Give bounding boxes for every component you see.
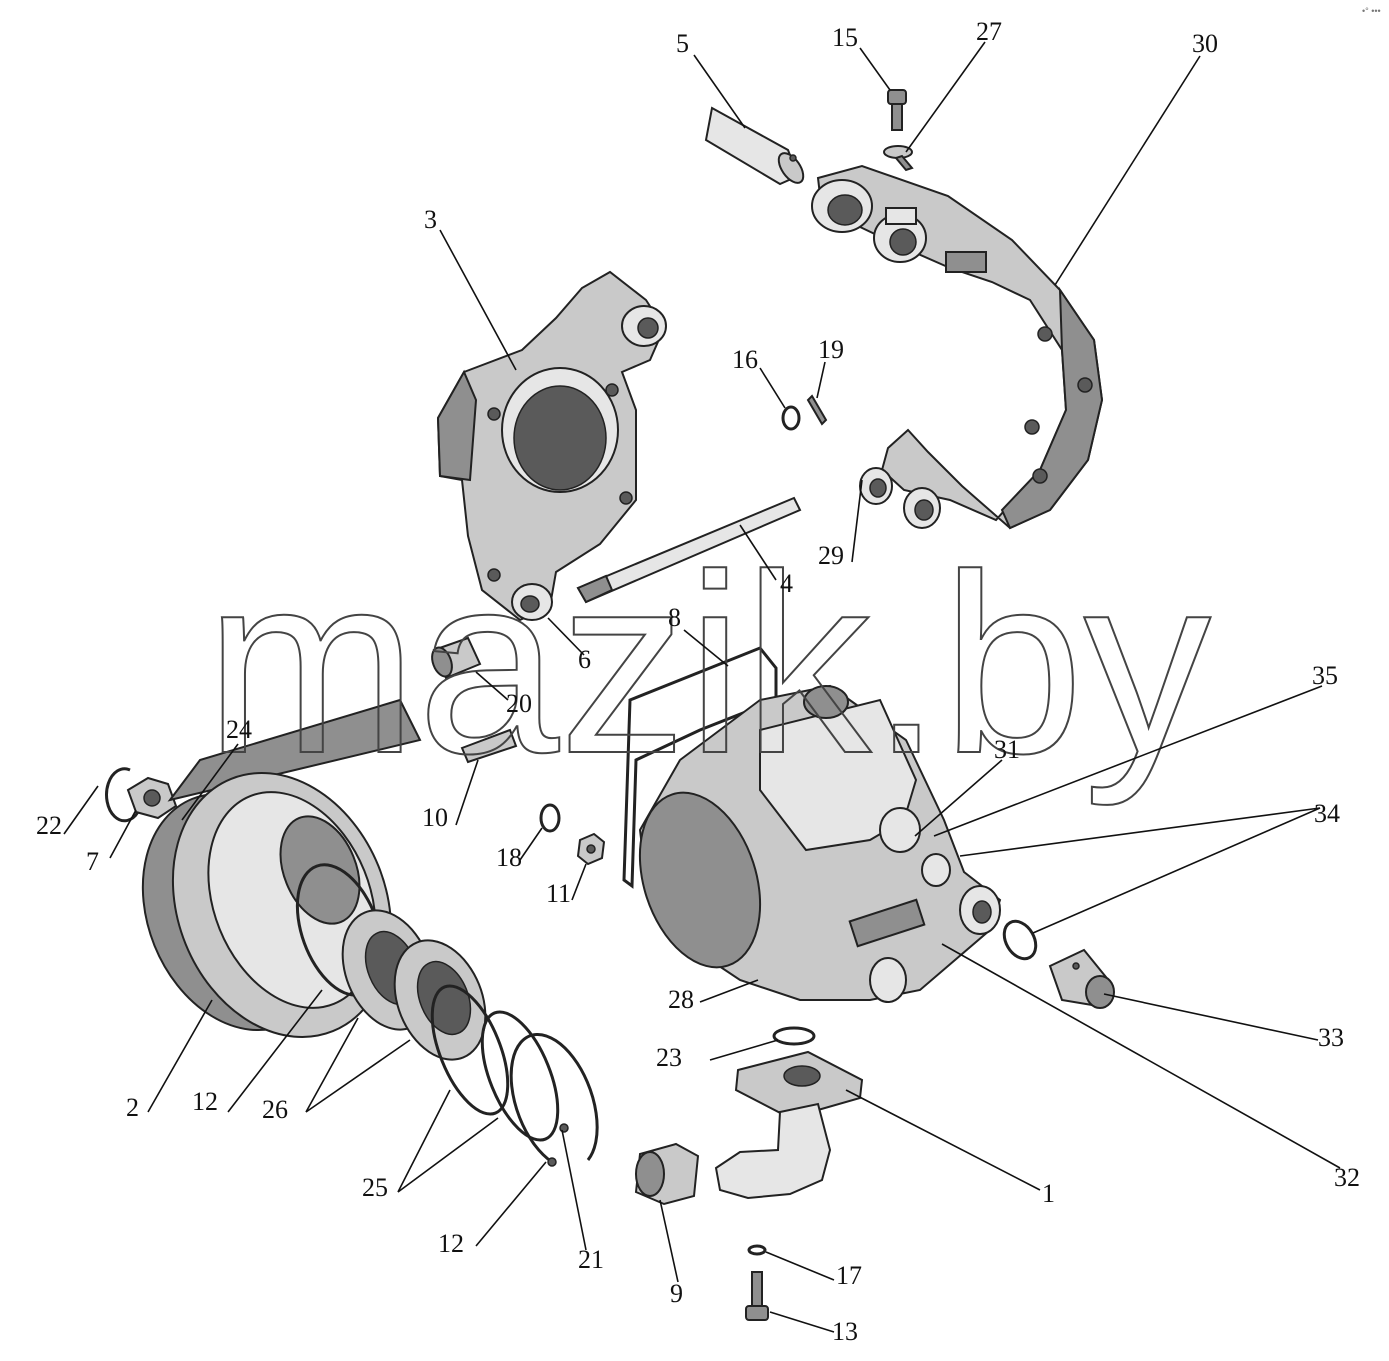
label-11: 11	[546, 879, 571, 908]
lock-washer-part-27	[883, 145, 914, 172]
label-8: 8	[668, 603, 681, 632]
nut-part-7	[126, 776, 178, 820]
pin-part-10	[460, 728, 518, 764]
o-ring-part-34	[1002, 919, 1038, 961]
washer-part-18	[539, 803, 561, 833]
label-15: 15	[832, 23, 858, 52]
label-2: 2	[126, 1093, 139, 1122]
label-19: 19	[818, 335, 844, 364]
bearings-part-26	[341, 909, 487, 1061]
bolt-part-13	[745, 1271, 769, 1321]
label-3: 3	[424, 205, 437, 234]
label-26: 26	[262, 1095, 288, 1124]
label-23: 23	[656, 1043, 682, 1072]
label-7: 7	[86, 847, 99, 876]
label-30: 30	[1192, 29, 1218, 58]
label-20: 20	[506, 689, 532, 718]
label-27: 27	[976, 17, 1002, 46]
bolt-part-15	[887, 89, 907, 131]
washer-part-16	[781, 405, 801, 431]
bracket-part-30	[811, 164, 1104, 530]
housing-part-3	[436, 270, 667, 622]
shaft-part-4	[576, 496, 802, 604]
bushing-part-20	[431, 636, 482, 680]
cotter-part-19	[806, 394, 828, 426]
snap-ring-part-21	[509, 1032, 599, 1167]
o-rings-part-25	[430, 984, 560, 1142]
label-18: 18	[496, 843, 522, 872]
label-9: 9	[670, 1279, 683, 1308]
label-32: 32	[1334, 1163, 1360, 1192]
label-12b: 12	[438, 1229, 464, 1258]
label-33: 33	[1318, 1023, 1344, 1052]
label-6: 6	[578, 645, 591, 674]
compressor-body-part-28	[638, 684, 1002, 1003]
elbow-part-1	[714, 1050, 864, 1200]
pulley-part-2	[141, 698, 422, 1038]
label-17: 17	[836, 1261, 862, 1290]
label-16: 16	[732, 345, 758, 374]
snap-ring-part-22	[105, 767, 140, 823]
o-ring-part-23	[772, 1026, 816, 1046]
label-31: 31	[994, 735, 1020, 764]
label-24: 24	[226, 715, 252, 744]
label-28: 28	[668, 985, 694, 1014]
label-10: 10	[422, 803, 448, 832]
leader-lines	[63, 41, 1341, 1333]
label-35: 35	[1312, 661, 1338, 690]
label-13: 13	[832, 1317, 858, 1346]
label-22: 22	[36, 811, 62, 840]
nut-part-11	[576, 832, 606, 866]
gasket-part-8	[622, 646, 778, 889]
part-labels: 5 15 27 30 3 16 19 29 4 8 6 20 35 24 31 …	[36, 17, 1360, 1346]
washer-part-17	[747, 1244, 767, 1256]
label-12a: 12	[192, 1087, 218, 1116]
label-21: 21	[578, 1245, 604, 1274]
watermark-text: mazik.by	[205, 522, 1211, 807]
label-25: 25	[362, 1173, 388, 1202]
label-4: 4	[780, 569, 793, 598]
fitting-part-33	[1048, 948, 1115, 1009]
corner-mark: •° •••	[1362, 6, 1381, 16]
label-5: 5	[676, 29, 689, 58]
label-34: 34	[1314, 799, 1340, 828]
pin-part-5	[704, 106, 805, 186]
cap-part-9	[634, 1142, 700, 1206]
label-1: 1	[1042, 1179, 1055, 1208]
label-29: 29	[818, 541, 844, 570]
